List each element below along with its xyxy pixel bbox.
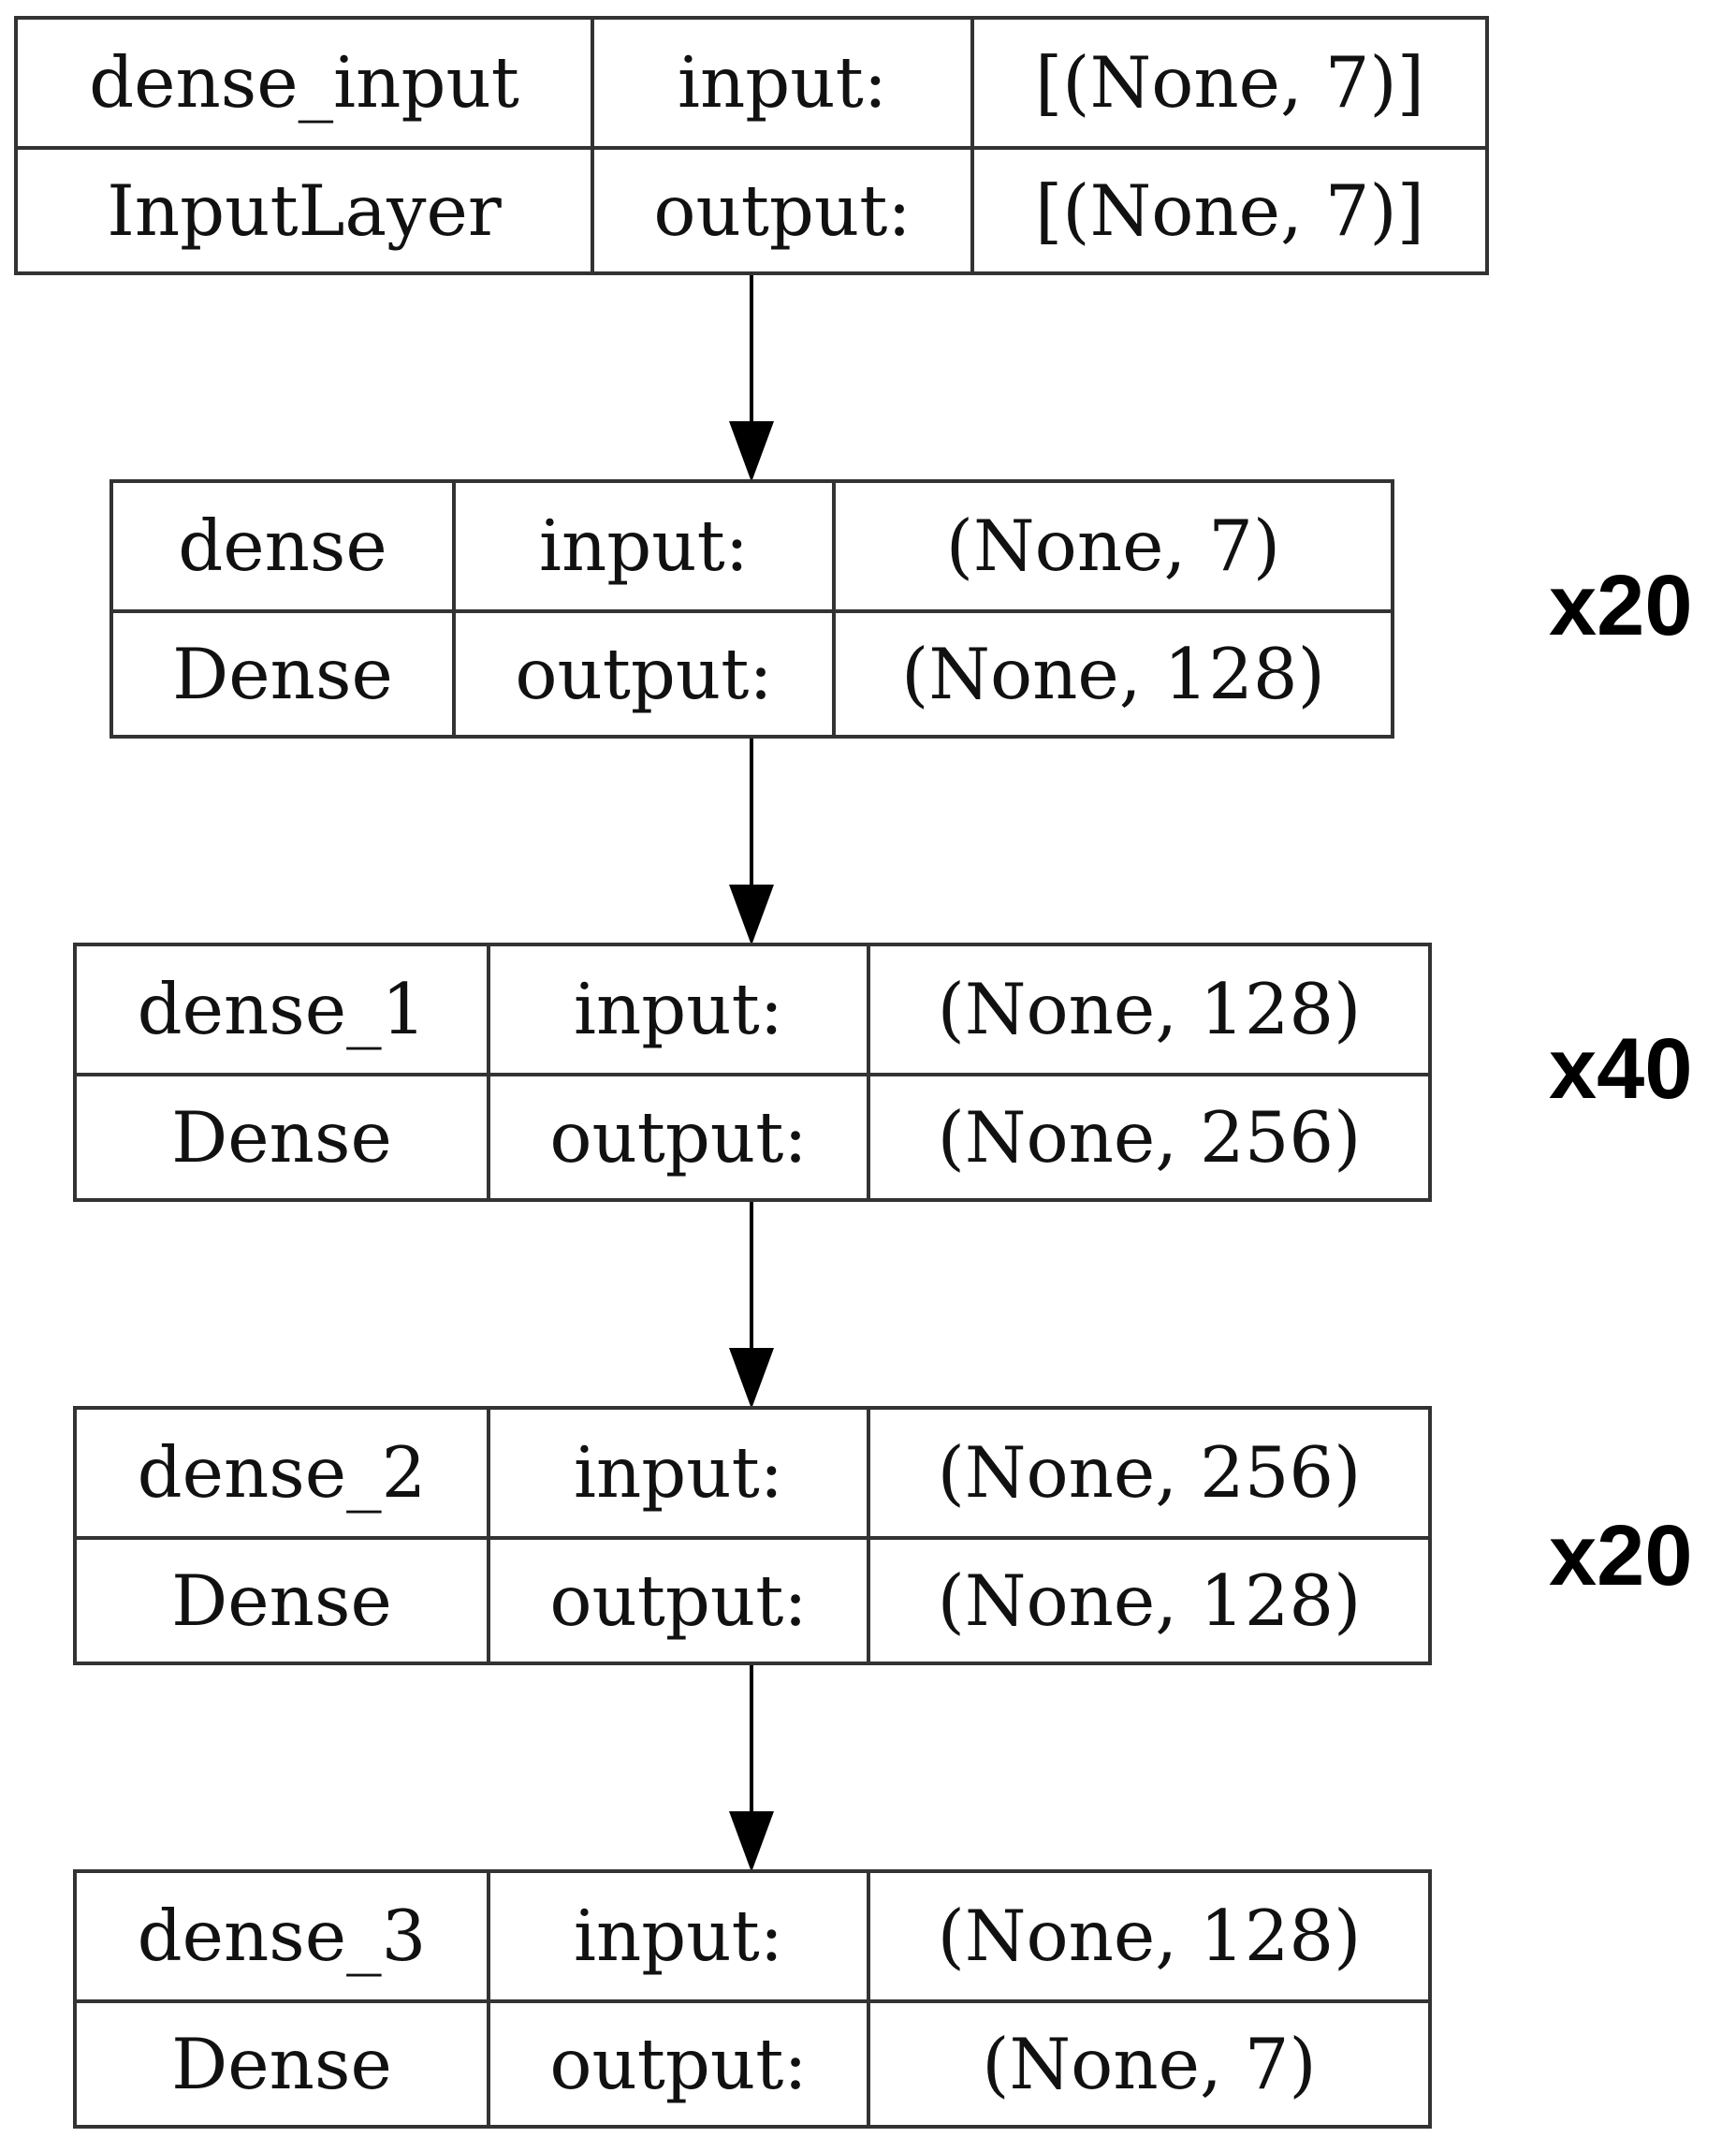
output-label: output: (549, 1559, 808, 1642)
layer-type: Dense (172, 632, 393, 715)
output-shape: (None, 128) (937, 1559, 1362, 1642)
layer-name: dense_3 (137, 1895, 427, 1978)
layer-box-dense-1: dense_1 input: (None, 128) Dense output:… (73, 943, 1432, 1202)
layer-name: dense (178, 505, 387, 588)
output-label: output: (549, 1095, 808, 1178)
input-label: input: (573, 1431, 783, 1515)
layer-type: Dense (171, 1095, 392, 1178)
input-shape: [(None, 7)] (1035, 41, 1424, 124)
layer-type: Dense (171, 2022, 392, 2105)
input-shape: (None, 128) (937, 968, 1362, 1051)
layer-name: dense_1 (137, 968, 427, 1051)
input-shape: (None, 7) (945, 505, 1281, 588)
input-label: input: (677, 41, 887, 124)
layer-box-dense: dense input: (None, 7) Dense output: (No… (109, 479, 1394, 739)
repeat-count-label: x20 (1549, 558, 1693, 653)
layer-type: Dense (171, 1559, 392, 1642)
arrow-3-4 (729, 1663, 774, 1872)
output-label: output: (515, 632, 773, 715)
input-label: input: (573, 968, 783, 1051)
arrow-1-2 (729, 738, 774, 945)
layer-box-dense-input: dense_input input: [(None, 7)] InputLaye… (14, 16, 1489, 275)
arrow-0-1 (729, 274, 774, 482)
output-label: output: (653, 168, 912, 252)
input-shape: (None, 256) (937, 1431, 1362, 1515)
output-label: output: (549, 2022, 808, 2105)
layer-box-dense-2: dense_2 input: (None, 256) Dense output:… (73, 1406, 1432, 1665)
layer-name: dense_2 (137, 1431, 427, 1515)
input-shape: (None, 128) (937, 1895, 1362, 1978)
layer-name: dense_input (89, 41, 519, 124)
input-label: input: (538, 505, 749, 588)
output-shape: (None, 128) (901, 632, 1325, 715)
input-label: input: (573, 1895, 783, 1978)
output-shape: (None, 256) (937, 1095, 1362, 1178)
output-shape: (None, 7) (982, 2022, 1317, 2105)
output-shape: [(None, 7)] (1035, 168, 1424, 252)
layer-type: InputLayer (107, 168, 502, 252)
arrow-2-3 (729, 1200, 774, 1409)
layer-box-dense-3: dense_3 input: (None, 128) Dense output:… (73, 1869, 1432, 2129)
repeat-count-label: x20 (1549, 1508, 1693, 1603)
repeat-count-label: x40 (1549, 1021, 1693, 1117)
